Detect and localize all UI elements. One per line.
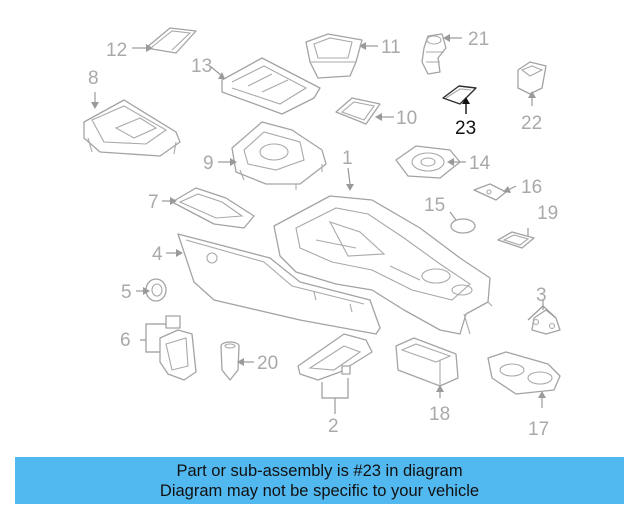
part-19-drawing xyxy=(497,228,535,249)
part-3-drawing xyxy=(527,300,561,335)
label-3: 3 xyxy=(536,285,547,306)
label-1: 1 xyxy=(342,148,353,169)
part-15-drawing xyxy=(449,211,476,234)
label-6: 6 xyxy=(120,330,131,351)
part-22-drawing xyxy=(517,61,547,106)
banner-line-part: Part or sub-assembly is #23 in diagram xyxy=(176,461,463,480)
part-18-drawing xyxy=(395,337,459,398)
banner-line-disclaimer: Diagram may not be specific to your vehi… xyxy=(159,481,480,500)
label-17: 17 xyxy=(528,419,549,440)
part-11-drawing xyxy=(305,33,378,79)
part-16-drawing xyxy=(473,183,517,201)
label-5: 5 xyxy=(121,282,132,303)
part-6-drawing xyxy=(140,315,197,381)
part-9-drawing xyxy=(218,121,327,190)
part-23-drawing xyxy=(442,85,477,114)
label-23: 23 xyxy=(455,118,476,139)
label-19: 19 xyxy=(537,203,558,224)
label-2: 2 xyxy=(328,416,339,437)
part-4-drawing xyxy=(166,233,381,335)
part-17-drawing xyxy=(487,351,561,408)
label-13: 13 xyxy=(191,56,212,77)
label-9: 9 xyxy=(203,153,214,174)
label-21: 21 xyxy=(468,29,489,50)
label-7: 7 xyxy=(148,192,159,213)
part-10-drawing xyxy=(335,97,394,125)
part-13-drawing xyxy=(209,57,321,115)
label-12: 12 xyxy=(106,40,127,61)
label-14: 14 xyxy=(469,153,491,174)
part-7-drawing xyxy=(162,187,255,229)
label-8: 8 xyxy=(88,68,99,89)
part-20-drawing xyxy=(220,341,254,381)
label-4: 4 xyxy=(152,244,163,265)
label-11: 11 xyxy=(381,37,401,58)
part-12-drawing xyxy=(132,27,197,54)
part-21-drawing xyxy=(421,33,462,75)
part-1-drawing xyxy=(273,167,493,335)
info-banner: Part or sub-assembly is #23 in diagram D… xyxy=(15,457,624,504)
parts-diagram: 12 11 21 22 23 13 xyxy=(83,27,561,440)
part-5-drawing xyxy=(136,278,167,302)
part-2-drawing xyxy=(297,333,373,414)
part-8-drawing xyxy=(83,92,181,157)
part-14-drawing xyxy=(395,145,466,179)
label-20: 20 xyxy=(257,353,278,374)
label-15: 15 xyxy=(424,195,445,216)
label-10: 10 xyxy=(396,108,417,129)
label-18: 18 xyxy=(429,404,450,425)
label-22: 22 xyxy=(521,113,542,134)
label-16: 16 xyxy=(521,177,542,198)
